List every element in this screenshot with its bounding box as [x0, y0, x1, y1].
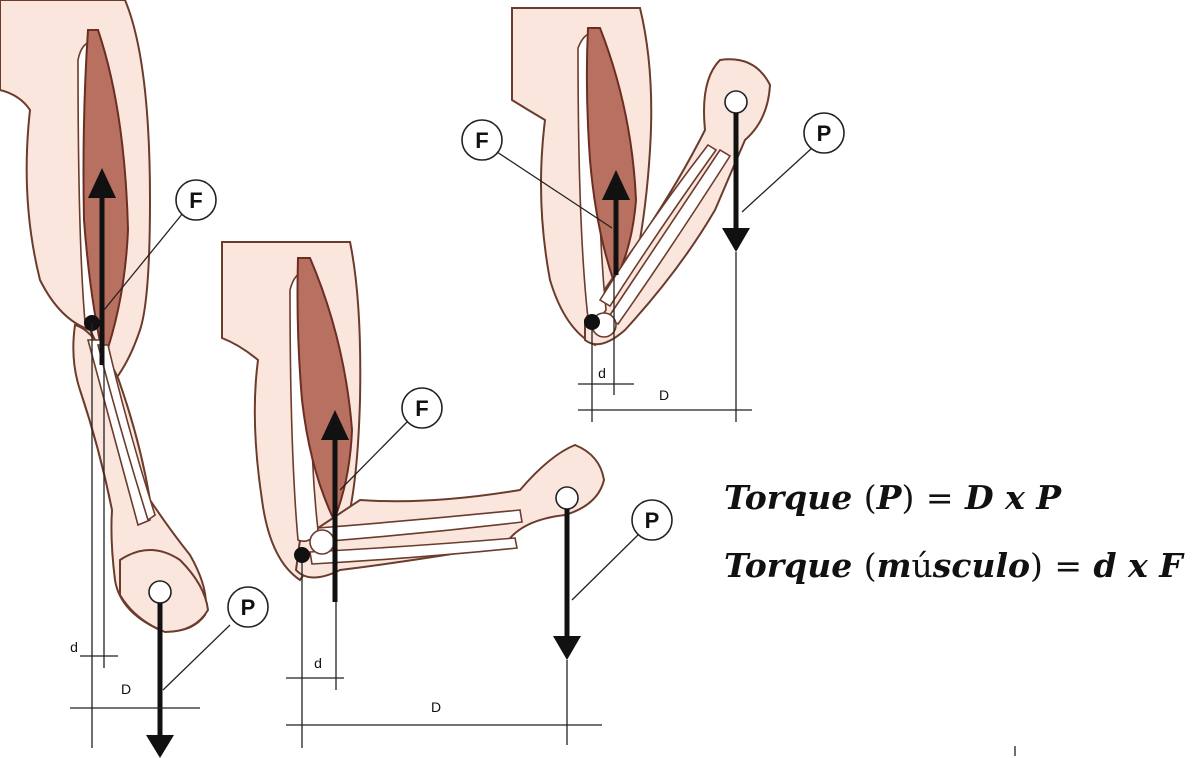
arm-horizontal-D-label: D — [431, 699, 441, 715]
arm-flexed-D-label: D — [659, 387, 669, 403]
arm-flexed-load-arrowhead — [722, 228, 750, 252]
arm-horizontal-load-ball — [556, 487, 578, 509]
equation-muscle-torque: Torque (músculo) = d x F — [724, 546, 1183, 585]
arm-flexed-load-label: P — [817, 121, 832, 146]
arm-flexed-elbow-pivot — [584, 314, 600, 330]
arm-horizontal-d-label: d — [314, 655, 322, 671]
arm-extended-load-arrowhead — [146, 735, 174, 758]
arm-horizontal-load-label: P — [645, 508, 660, 533]
arm-extended-force-label: F — [189, 188, 202, 213]
arm-extended-load-label: P — [241, 595, 256, 620]
equation-muscle-torque-arg-post: sculo — [933, 546, 1030, 585]
equation-muscle-torque-rhs: d x F — [1094, 546, 1183, 585]
equation-load-torque: Torque (P) = D x P — [724, 478, 1061, 517]
arm-extended-D-label: D — [121, 681, 131, 697]
equation-load-torque-rhs: D x P — [965, 478, 1061, 517]
arm-extended-load-ball — [149, 581, 171, 603]
equation-load-torque-word: Torque — [724, 478, 852, 517]
arm-horizontal-load-arrowhead — [553, 636, 581, 660]
arm-horizontal-elbow-joint — [310, 530, 334, 554]
equation-muscle-torque-arg-accent: ú — [912, 546, 933, 585]
arm-flexed-force-label: F — [475, 128, 488, 153]
arm-horizontal-elbow-pivot — [294, 547, 310, 563]
arm-flexed-load-ball — [725, 91, 747, 113]
equation-muscle-torque-word: Torque — [724, 546, 852, 585]
arm-extended: F P d D — [0, 0, 268, 758]
arm-flexed: F P d D — [462, 8, 844, 422]
equation-muscle-torque-arg-pre: m — [877, 546, 912, 585]
arm-extended-d-label: d — [70, 639, 78, 655]
arm-flexed-d-label: d — [598, 365, 606, 381]
arm-extended-upper-skin — [0, 0, 150, 380]
arm-horizontal-force-label: F — [415, 396, 428, 421]
equation-load-torque-arg: P — [877, 478, 902, 517]
